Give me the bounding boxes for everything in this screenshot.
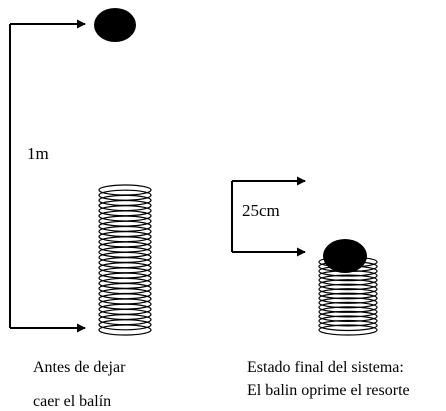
spring-uncompressed-coil [98,324,152,336]
after-caption-line2: El balin oprime el resorte [247,382,410,399]
compression-label: 25cm [242,201,280,220]
spring-uncompressed-coil [98,319,152,331]
spring-compressed-coil [318,324,378,336]
compression-bracket [231,176,306,257]
spring-compressed-coil [318,315,378,327]
before-caption-line2: caer el balín [33,393,111,410]
ball-initial [94,8,136,42]
spring-uncompressed [98,184,152,336]
spring-compressed-coil [318,292,378,304]
spring-compressed-coil [318,274,378,286]
spring-compressed-coil [318,306,378,318]
before-caption-line1: Antes de dejar [33,359,126,376]
spring-compressed-coil [318,319,378,332]
height-bracket [9,19,86,333]
ball-final [323,239,367,273]
spring-compressed-coil [318,283,378,295]
spring-compressed-coil [318,297,378,309]
spring-compressed-coil [318,279,378,291]
spring-compressed-coil [318,288,378,300]
height-label: 1m [27,144,49,163]
after-caption-line1: Estado final del sistema: [247,359,404,376]
spring-compressed-coil [318,301,378,313]
spring-compressed-coil [318,310,378,322]
